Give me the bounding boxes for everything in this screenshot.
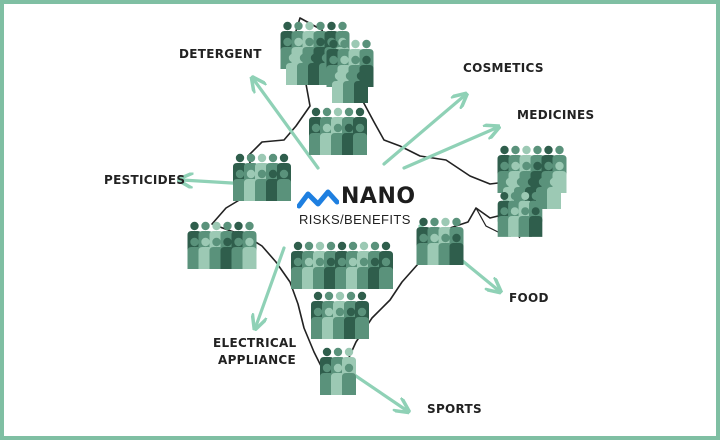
person-icon (438, 233, 453, 265)
person-icon (309, 123, 323, 155)
center-title: NANO RISKS/BENEFITS (297, 184, 427, 230)
person-icon (311, 307, 325, 339)
person-icon (233, 169, 247, 201)
person-icon (320, 363, 334, 395)
arrow-to-electrical (256, 246, 286, 326)
person-icon (242, 237, 257, 269)
person-icon (320, 123, 334, 155)
person-icon (354, 71, 368, 103)
person-icon (416, 233, 431, 265)
arrow-to-detergent (254, 80, 320, 170)
person-icon (357, 257, 371, 289)
nano-wave-icon (297, 189, 339, 209)
person-icon (331, 363, 345, 395)
arrow-to-cosmetics (382, 96, 464, 166)
person-icon (331, 123, 345, 155)
brand-name: NANO (341, 184, 416, 209)
person-icon (449, 233, 464, 265)
person-icon (333, 307, 347, 339)
label-electrical-line2: APPLIANCE (218, 353, 297, 367)
person-icon (255, 169, 269, 201)
person-icon (344, 307, 358, 339)
label-pesticides: PESTICIDES (104, 173, 186, 187)
person-icon (342, 123, 356, 155)
label-food: FOOD (509, 291, 549, 305)
person-icon (518, 207, 532, 237)
person-icon (427, 233, 442, 265)
person-icon (286, 53, 300, 85)
person-icon (297, 53, 311, 85)
person-icon (209, 237, 224, 269)
label-electrical-line1: ELECTRICAL (213, 336, 297, 350)
person-icon (302, 257, 316, 289)
label-cosmetics: COSMETICS (463, 61, 544, 75)
person-icon (322, 307, 336, 339)
person-icon (313, 257, 327, 289)
person-icon (335, 257, 349, 289)
person-icon (332, 71, 346, 103)
person-icon (547, 177, 561, 209)
person-icon (266, 169, 280, 201)
arrow-to-medicines (402, 128, 496, 170)
person-icon (277, 169, 291, 201)
person-icon (244, 169, 258, 201)
person-icon (198, 237, 213, 269)
person-icon (343, 71, 357, 103)
person-icon (368, 257, 382, 289)
person-icon (353, 123, 367, 155)
arrows-group (182, 80, 498, 410)
person-icon (529, 207, 543, 237)
person-icon (497, 207, 511, 237)
label-medicines: MEDICINES (517, 108, 595, 122)
person-icon (231, 237, 246, 269)
tagline: RISKS/BENEFITS (299, 212, 411, 227)
person-icon (379, 257, 393, 289)
person-icon (355, 307, 369, 339)
person-icon (220, 237, 235, 269)
label-sports: SPORTS (427, 402, 482, 416)
person-icon (308, 53, 322, 85)
person-icon (346, 257, 360, 289)
person-icon (187, 237, 202, 269)
person-icon (342, 363, 356, 395)
label-detergent: DETERGENT (179, 47, 262, 61)
person-icon (324, 257, 338, 289)
person-icon (508, 207, 522, 237)
person-icon (291, 257, 305, 289)
arrow-to-sports (348, 370, 406, 410)
people-crowds (187, 21, 567, 395)
